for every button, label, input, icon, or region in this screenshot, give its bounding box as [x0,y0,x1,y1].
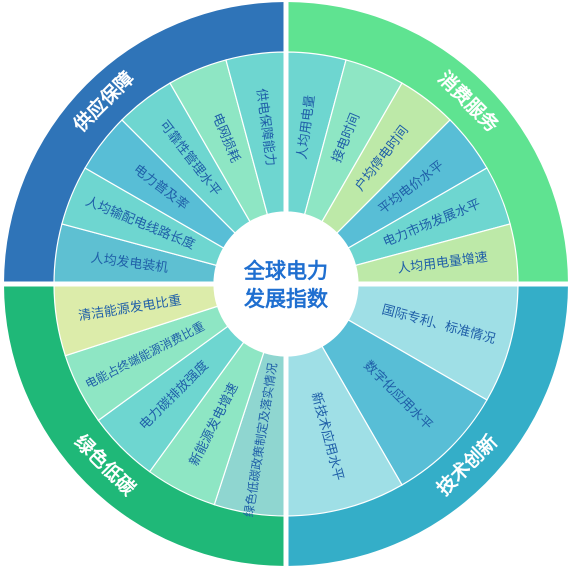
quadrant-consumption-ring [286,2,568,284]
quadrant-green-ring [4,284,286,566]
center-circle [214,212,358,356]
indicator-segments [53,51,519,517]
quadrant-innovation-ring [286,284,568,566]
center-title-line1: 全球电力 [243,259,328,283]
center-title-line2: 发展指数 [243,287,329,311]
quadrant-rings [4,2,568,566]
quadrant-supply-ring [4,2,286,284]
